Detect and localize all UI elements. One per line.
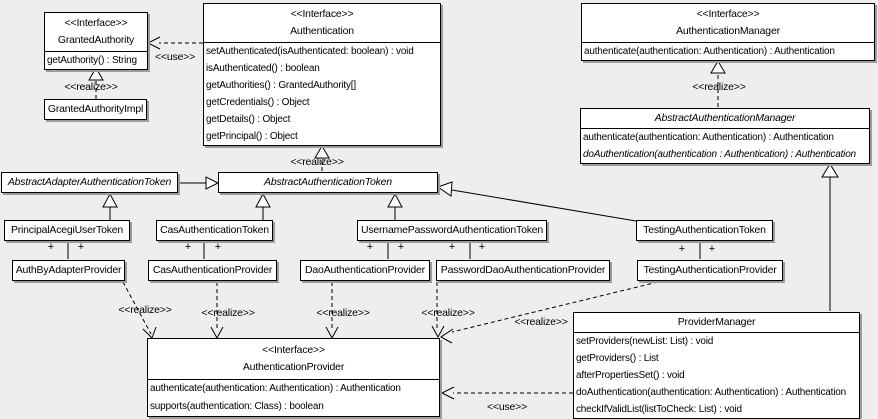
class-authentication-provider: <<Interface>> AuthenticationProvider aut… xyxy=(147,338,440,417)
class-authentication: <<Interface>> Authentication setAuthenti… xyxy=(203,3,441,146)
method-label: doAuthentication(authentication: Authent… xyxy=(576,387,846,398)
class-abstract-adapter-authentication-token: AbstractAdapterAuthenticationToken xyxy=(1,172,178,193)
multiplicity-label: + xyxy=(678,243,686,255)
use-label: <<use>> xyxy=(154,51,196,63)
class-name: AuthenticationProvider xyxy=(242,361,345,373)
class-name: Authentication xyxy=(290,25,354,37)
realize-arrow-grantedauthorityimpl xyxy=(88,67,104,99)
class-name: TestingAuthenticationToken xyxy=(643,224,766,236)
class-name: TestingAuthenticationProvider xyxy=(643,264,777,276)
multiplicity-label: + xyxy=(708,243,716,255)
class-authentication-manager: <<Interface>> AuthenticationManager auth… xyxy=(581,3,875,61)
method-label: getAuthority() : String xyxy=(47,55,137,66)
method-label: setAuthenticated(isAuthenticated: boolea… xyxy=(206,46,414,57)
method-label: getCredentials() : Object xyxy=(206,97,310,108)
realize-label: <<realize>> xyxy=(692,81,746,93)
class-principal-acegi-user-token: PrincipalAcegiUserToken xyxy=(4,220,130,241)
generalization-provider-manager xyxy=(821,163,839,311)
method-label: afterPropertiesSet() : void xyxy=(576,370,685,381)
realize-label: <<realize>> xyxy=(64,81,118,93)
method-label: authenticate(authentication: Authenticat… xyxy=(583,132,834,143)
class-password-dao-authentication-provider: PasswordDaoAuthenticationProvider xyxy=(436,260,610,281)
multiplicity-label: + xyxy=(214,241,222,253)
class-provider-manager: ProviderManager setProviders(newList: Li… xyxy=(573,312,860,419)
method-label: authenticate(authentication: Authenticat… xyxy=(150,383,401,394)
method-label: isAuthenticated() : boolean xyxy=(206,63,320,74)
class-name: AbstractAuthenticationManager xyxy=(654,112,796,124)
class-testing-authentication-provider: TestingAuthenticationProvider xyxy=(637,260,783,281)
realize-arrow-abstract-token-to-authentication xyxy=(314,145,330,171)
stereotype-label: <<Interface>> xyxy=(696,8,760,20)
generalization-cas-authentication-token xyxy=(255,192,271,220)
class-name: GrantedAuthorityImpl xyxy=(47,103,144,115)
realize-label: <<realize>> xyxy=(290,156,344,168)
realize-label: <<realize>> xyxy=(514,316,568,328)
realize-arrow-abstract-manager-to-manager xyxy=(710,60,726,107)
realize-label: <<realize>> xyxy=(421,307,475,319)
class-name: PasswordDaoAuthenticationProvider xyxy=(440,264,606,276)
realize-label: <<realize>> xyxy=(201,307,255,319)
method-label: checkIfValidList(listToCheck: List) : vo… xyxy=(576,404,742,415)
class-name: AbstractAuthenticationToken xyxy=(264,176,392,188)
class-dao-authentication-provider: DaoAuthenticationProvider xyxy=(300,260,430,281)
generalization-adapter-token-to-abstract-token xyxy=(179,176,220,190)
class-name: AuthByAdapterProvider xyxy=(15,264,122,276)
method-label: getProviders() : List xyxy=(576,353,659,364)
class-name: CasAuthenticationToken xyxy=(160,224,269,236)
multiplicity-label: + xyxy=(184,241,192,253)
use-arrow-provider-manager-to-authentication-provider xyxy=(440,386,573,400)
class-cas-authentication-provider: CasAuthenticationProvider xyxy=(148,260,277,281)
stereotype-label: <<Interface>> xyxy=(262,344,325,356)
class-name: AuthenticationManager xyxy=(676,25,780,37)
multiplicity-label: + xyxy=(478,241,486,253)
realize-arrow-testing-provider xyxy=(440,281,659,344)
class-name: ProviderManager xyxy=(677,316,756,328)
multiplicity-label: + xyxy=(397,241,405,253)
class-cas-authentication-token: CasAuthenticationToken xyxy=(156,220,273,241)
generalization-principal-acegi-user-token xyxy=(102,192,118,220)
multiplicity-label: + xyxy=(47,241,55,253)
method-label: getAuthorities() : GrantedAuthority[] xyxy=(206,80,356,91)
use-label: <<use>> xyxy=(486,401,528,413)
class-username-password-authentication-token: UsernamePasswordAuthenticationToken xyxy=(357,220,547,241)
method-label: setProviders(newList: List) : void xyxy=(576,336,714,347)
multiplicity-label: + xyxy=(366,241,374,253)
class-name: DaoAuthenticationProvider xyxy=(305,264,425,276)
stereotype-label: <<Interface>> xyxy=(64,17,128,29)
method-label: doAuthentication(authentication : Authen… xyxy=(583,149,856,160)
class-name: PrincipalAcegiUserToken xyxy=(10,224,124,236)
generalization-username-password-token xyxy=(387,192,403,220)
class-testing-authentication-token: TestingAuthenticationToken xyxy=(636,220,773,241)
multiplicity-label: + xyxy=(448,241,456,253)
class-granted-authority-impl: GrantedAuthorityImpl xyxy=(44,99,147,120)
method-label: supports(authentication: Class) : boolea… xyxy=(150,401,324,412)
class-granted-authority: <<Interface>> GrantedAuthority getAuthor… xyxy=(44,12,148,70)
method-label: getDetails() : Object xyxy=(206,114,291,125)
stereotype-label: <<Interface>> xyxy=(290,8,354,20)
class-abstract-authentication-manager: AbstractAuthenticationManager authentica… xyxy=(580,108,870,164)
use-arrow-authentication-to-grantedauthority xyxy=(146,36,203,50)
class-name: AbstractAdapterAuthenticationToken xyxy=(7,176,172,188)
class-name: UsernamePasswordAuthenticationToken xyxy=(360,224,544,236)
class-name: GrantedAuthority xyxy=(57,34,135,46)
generalization-testing-token xyxy=(436,181,637,222)
realize-label: <<realize>> xyxy=(118,304,172,316)
class-abstract-authentication-token: AbstractAuthenticationToken xyxy=(218,172,438,193)
realize-arrow-passworddao-provider xyxy=(431,282,445,339)
method-label: authenticate(authentication: Authenticat… xyxy=(584,46,835,57)
class-name: CasAuthenticationProvider xyxy=(152,264,273,276)
class-auth-by-adapter-provider: AuthByAdapterProvider xyxy=(12,260,125,281)
realize-label: <<realize>> xyxy=(316,307,370,319)
multiplicity-label: + xyxy=(77,241,85,253)
method-label: getPrincipal() : Object xyxy=(206,131,298,142)
